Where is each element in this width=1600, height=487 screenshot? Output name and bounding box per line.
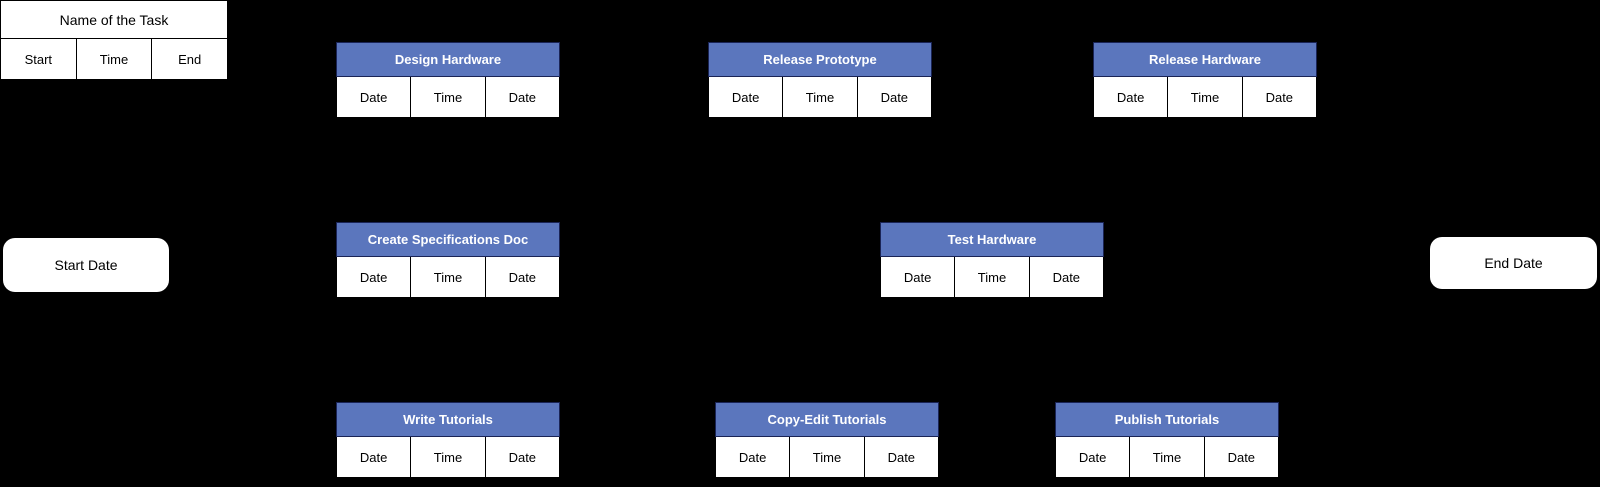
task-cell-row: Date Time Date xyxy=(1093,77,1317,118)
task-cell-end-date: Date xyxy=(880,89,909,105)
task-cell-row: Date Time Date xyxy=(1055,437,1279,478)
task-title: Publish Tutorials xyxy=(1055,402,1279,437)
legend-columns: Start Time End xyxy=(0,39,228,80)
task-cell-time: Time xyxy=(1168,77,1243,117)
task-cell-time: Time xyxy=(411,437,486,477)
task-cell-row: Date Time Date xyxy=(336,257,560,298)
task-cell-end-date: Date xyxy=(508,449,537,465)
task-cell-end-date: Date xyxy=(508,269,537,285)
task-title: Create Specifications Doc xyxy=(336,222,560,257)
legend-column-start: Start xyxy=(1,39,77,79)
task-cell-start-date: Date xyxy=(337,77,412,117)
legend-column-end: End xyxy=(178,51,202,67)
task-title: Release Hardware xyxy=(1093,42,1317,77)
task-cell-time: Time xyxy=(783,77,858,117)
task-title: Release Prototype xyxy=(708,42,932,77)
task-cell-end-date: Date xyxy=(508,89,537,105)
end-node[interactable]: End Date xyxy=(1430,237,1597,289)
task-cell-start-date: Date xyxy=(1056,437,1131,477)
task-cell-end-date: Date xyxy=(887,449,916,465)
task-cell-start-date: Date xyxy=(337,437,412,477)
task-cell-row: Date Time Date xyxy=(336,77,560,118)
task-cell-row: Date Time Date xyxy=(880,257,1104,298)
task-cell-start-date: Date xyxy=(1094,77,1169,117)
task-cell-time: Time xyxy=(955,257,1030,297)
task-title: Copy-Edit Tutorials xyxy=(715,402,939,437)
task-cell-time: Time xyxy=(1130,437,1205,477)
legend-column-time: Time xyxy=(77,39,153,79)
task-cell-time: Time xyxy=(411,77,486,117)
legend-key: Name of the Task Start Time End xyxy=(0,0,228,80)
task-node-publish-tutorials[interactable]: Publish Tutorials Date Time Date xyxy=(1055,402,1279,478)
task-cell-time: Time xyxy=(790,437,865,477)
task-cell-time: Time xyxy=(411,257,486,297)
legend-title: Name of the Task xyxy=(0,0,228,39)
task-cell-end-date: Date xyxy=(1227,449,1256,465)
task-title: Design Hardware xyxy=(336,42,560,77)
start-node-label: Start Date xyxy=(54,257,118,273)
task-node-release-hardware[interactable]: Release Hardware Date Time Date xyxy=(1093,42,1317,118)
task-cell-start-date: Date xyxy=(709,77,784,117)
task-cell-start-date: Date xyxy=(337,257,412,297)
task-node-release-prototype[interactable]: Release Prototype Date Time Date xyxy=(708,42,932,118)
task-cell-start-date: Date xyxy=(716,437,791,477)
task-cell-start-date: Date xyxy=(881,257,956,297)
task-cell-end-date: Date xyxy=(1052,269,1081,285)
task-node-design-hardware[interactable]: Design Hardware Date Time Date xyxy=(336,42,560,118)
task-node-write-tutorials[interactable]: Write Tutorials Date Time Date xyxy=(336,402,560,478)
start-node[interactable]: Start Date xyxy=(3,238,169,292)
task-cell-row: Date Time Date xyxy=(336,437,560,478)
task-node-test-hardware[interactable]: Test Hardware Date Time Date xyxy=(880,222,1104,298)
task-title: Test Hardware xyxy=(880,222,1104,257)
task-node-create-specifications-doc[interactable]: Create Specifications Doc Date Time Date xyxy=(336,222,560,298)
task-node-copy-edit-tutorials[interactable]: Copy-Edit Tutorials Date Time Date xyxy=(715,402,939,478)
task-cell-end-date: Date xyxy=(1265,89,1294,105)
task-cell-row: Date Time Date xyxy=(715,437,939,478)
task-title: Write Tutorials xyxy=(336,402,560,437)
task-cell-row: Date Time Date xyxy=(708,77,932,118)
end-node-label: End Date xyxy=(1484,255,1543,271)
